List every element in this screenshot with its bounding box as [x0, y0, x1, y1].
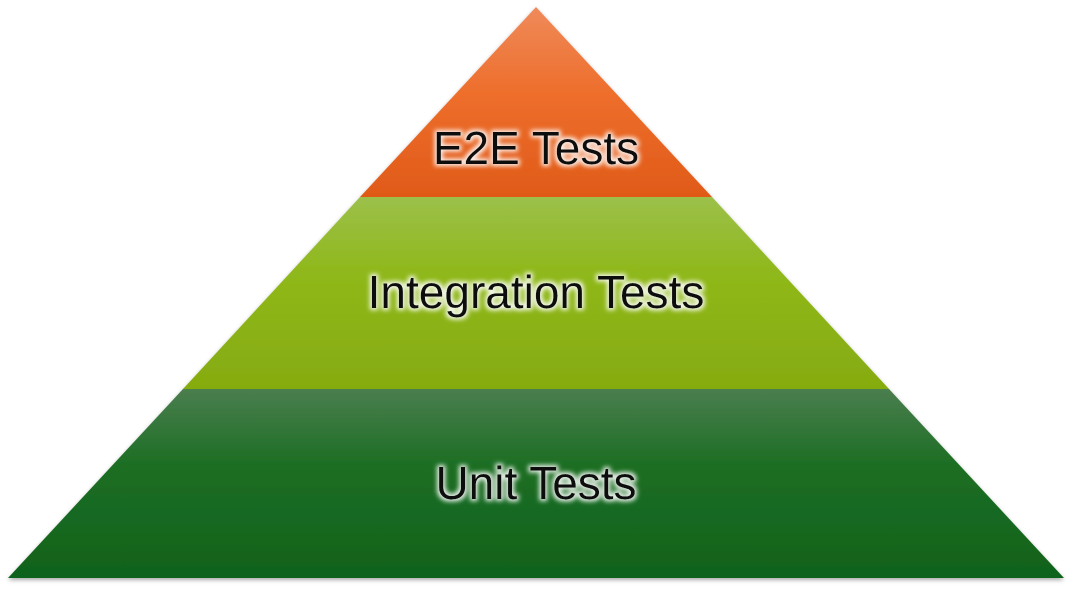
pyramid-layer-integration [183, 197, 889, 389]
layer-label-integration: Integration Tests [368, 266, 705, 318]
pyramid-layer-unit [8, 389, 1064, 578]
layer-label-e2e: E2E Tests [433, 122, 639, 174]
pyramid-layer-e2e [360, 7, 712, 197]
layer-label-unit: Unit Tests [435, 457, 636, 509]
